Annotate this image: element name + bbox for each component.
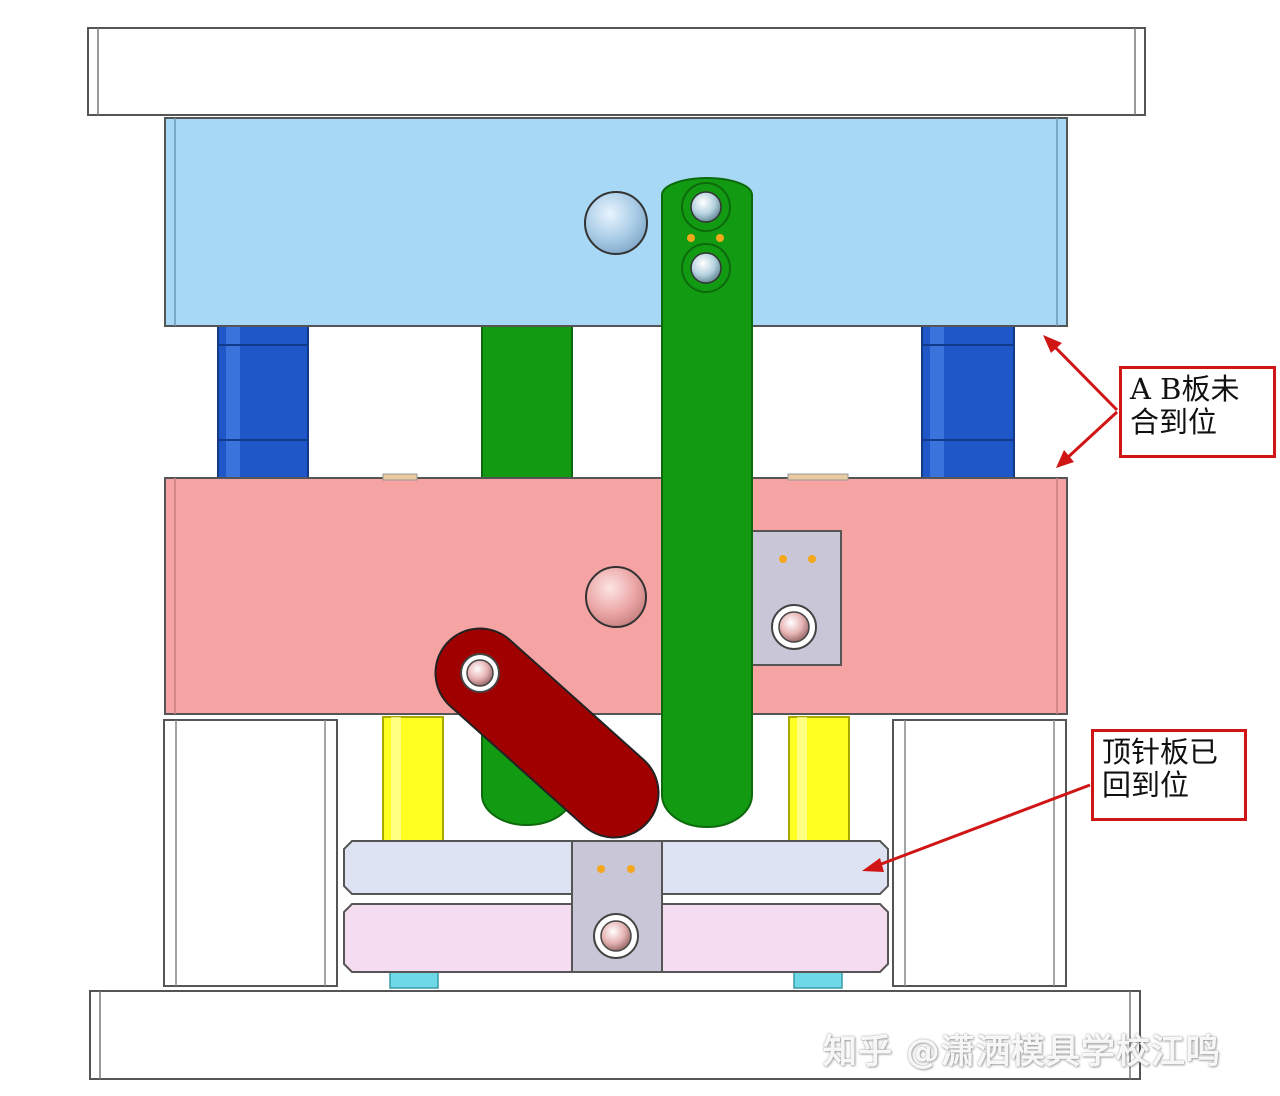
b-block-screw xyxy=(778,611,810,643)
return-pin-right xyxy=(788,716,850,843)
green-link-pin-bottom xyxy=(690,252,722,284)
b-plate xyxy=(164,473,1068,715)
arrow-ejector xyxy=(862,783,1091,872)
return-pin-left xyxy=(382,716,444,843)
ejector-block xyxy=(571,840,663,973)
arrow-ab-upper xyxy=(1043,335,1119,412)
callout-ab-plates-not-closed: A B板未 合到位 xyxy=(1119,366,1276,458)
red-link xyxy=(434,627,660,839)
callout-ab-line1: A B板未 xyxy=(1130,372,1240,406)
support-block-left xyxy=(163,719,338,987)
ejector-block-screw xyxy=(600,920,632,952)
b-plate-hole xyxy=(585,566,647,628)
guide-pillar-right xyxy=(921,325,1015,479)
arrow-ab-lower xyxy=(1056,410,1119,468)
a-plate-hole xyxy=(584,191,648,255)
support-block-right xyxy=(892,719,1067,987)
a-plate xyxy=(164,117,1068,327)
stop-pin-right xyxy=(793,971,843,989)
callout-ej-line1: 顶针板已 xyxy=(1102,735,1219,769)
b-plate-block xyxy=(749,530,842,666)
red-link-pin xyxy=(466,659,494,687)
green-link-long xyxy=(661,177,753,828)
callout-ab-line2: 合到位 xyxy=(1130,405,1218,439)
stop-pin-left xyxy=(389,971,439,989)
guide-pillar-left xyxy=(217,325,309,479)
callout-ejector-plate-returned: 顶针板已 回到位 xyxy=(1091,729,1247,821)
watermark: 知乎 @潇洒模具学校江鸣 xyxy=(823,1032,1221,1072)
bottom-clamp-plate xyxy=(89,990,1141,1080)
green-link-pin-top xyxy=(690,191,722,223)
top-clamp-plate xyxy=(87,27,1146,116)
callout-ej-line2: 回到位 xyxy=(1102,768,1190,802)
